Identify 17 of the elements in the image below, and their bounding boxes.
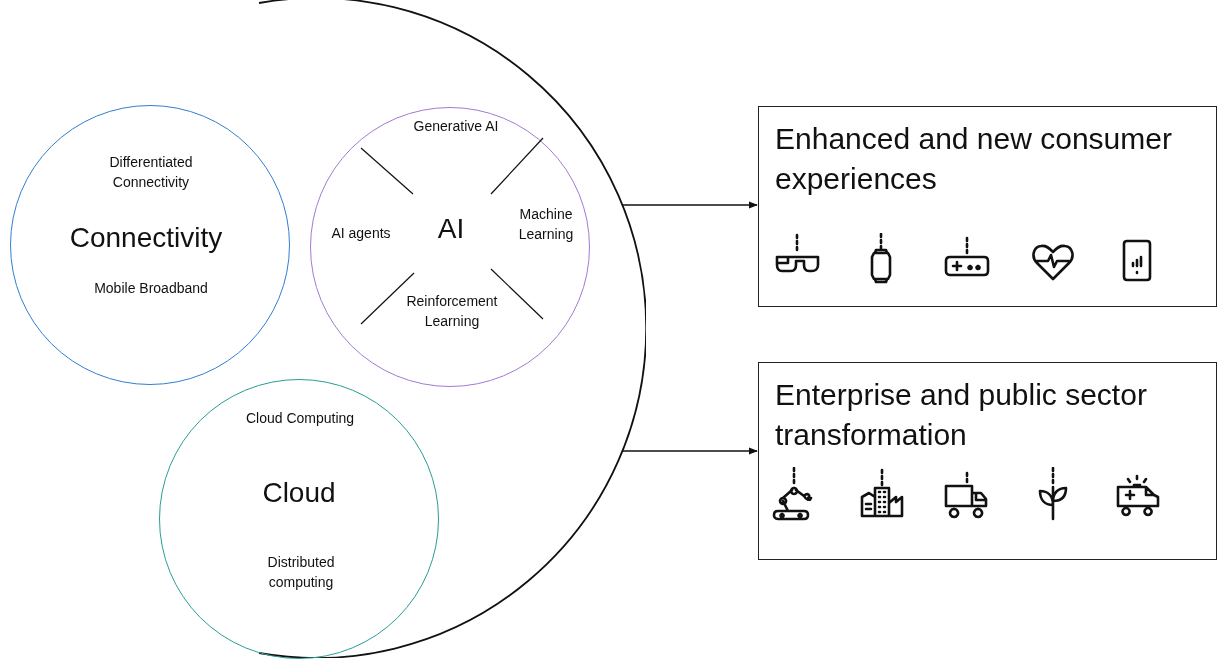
circle-label: Distributed computing [266, 553, 336, 592]
outcome-box [758, 106, 1217, 307]
circle-label: Differentiated Connectivity [108, 153, 194, 192]
circle-label: Generative AI [412, 117, 500, 136]
circle-title: AI [436, 212, 466, 246]
arrow [621, 447, 758, 455]
arrow [621, 201, 758, 209]
circle-label: Cloud Computing [244, 409, 356, 428]
circle-label: Mobile Broadband [93, 279, 209, 298]
circle-title: Connectivity [68, 221, 224, 255]
circle-title: Cloud [261, 476, 337, 510]
outcome-box [758, 362, 1217, 560]
box-heading: Enterprise and public sector transformation [775, 377, 1148, 453]
circle-label: AI agents [330, 224, 392, 243]
circle-label: Machine Learning [517, 205, 575, 244]
circle-label: Reinforcement Learning [405, 292, 499, 331]
box-heading: Enhanced and new consumer experiences [775, 121, 1173, 197]
